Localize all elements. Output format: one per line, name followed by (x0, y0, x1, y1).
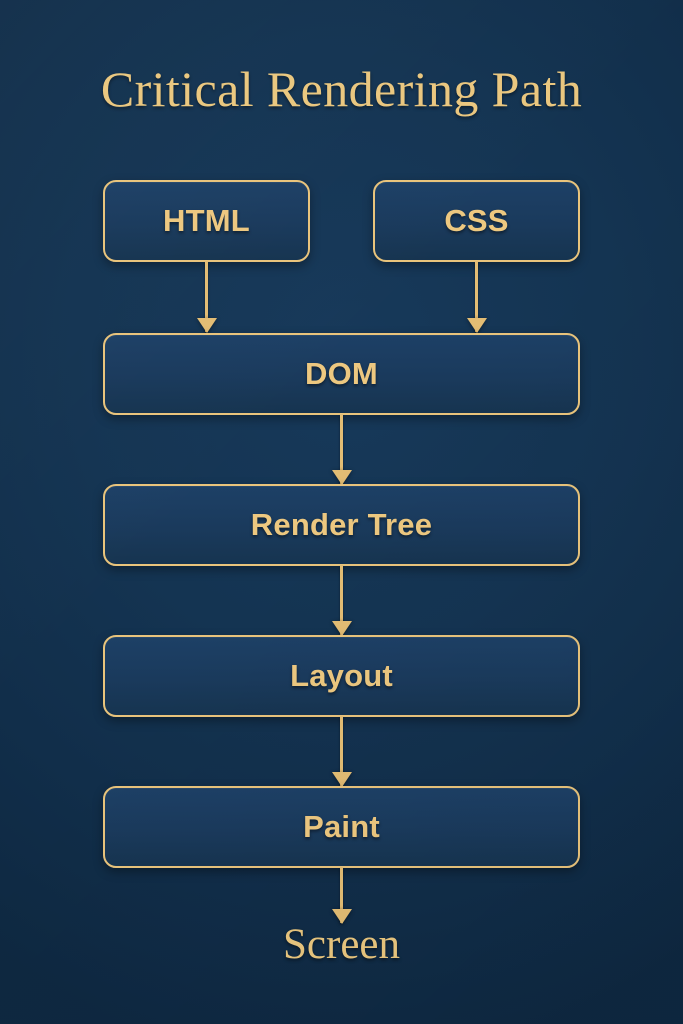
edge-render-tree-to-layout (331, 566, 352, 636)
node-paint[interactable]: Paint (103, 786, 580, 868)
arrowhead-icon (331, 772, 352, 787)
node-render-tree[interactable]: Render Tree (103, 484, 580, 566)
edge-layout-to-paint (331, 717, 352, 787)
node-html-label: HTML (163, 203, 250, 238)
arrowhead-icon (196, 318, 217, 333)
edge-dom-to-render-tree (331, 415, 352, 485)
arrowhead-icon (331, 909, 352, 924)
edge-paint-to-screen (331, 868, 352, 924)
arrowhead-icon (331, 470, 352, 485)
edge-html-to-dom (196, 262, 217, 333)
node-css[interactable]: CSS (373, 180, 580, 262)
node-layout[interactable]: Layout (103, 635, 580, 717)
node-dom-label: DOM (305, 356, 378, 391)
arrowhead-icon (466, 318, 487, 333)
node-css-label: CSS (444, 203, 509, 238)
page-title: Critical Rendering Path (100, 61, 583, 117)
node-layout-label: Layout (290, 658, 393, 693)
node-screen-label: Screen (283, 921, 400, 968)
arrowhead-icon (331, 621, 352, 636)
edge-css-to-dom (466, 262, 487, 333)
node-render-tree-label: Render Tree (250, 507, 433, 542)
node-paint-label: Paint (303, 809, 380, 844)
node-html[interactable]: HTML (103, 180, 310, 262)
node-dom[interactable]: DOM (103, 333, 580, 415)
